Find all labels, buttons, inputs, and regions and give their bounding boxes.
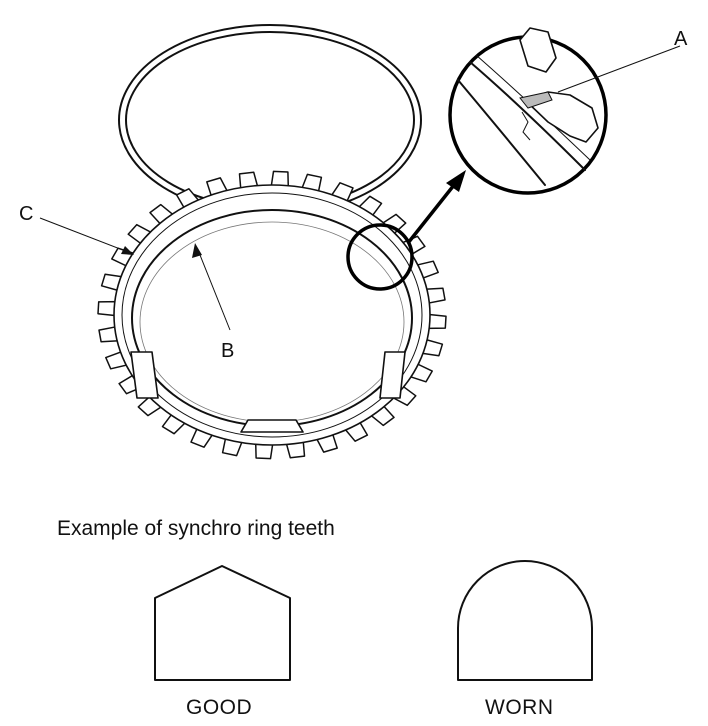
worn-label: WORN (485, 696, 554, 719)
leader-lines (39, 45, 681, 331)
callout-b: B (221, 340, 235, 362)
worn-tooth-example (457, 560, 593, 681)
synchro-ring-teeth (97, 170, 447, 460)
detail-magnifier (346, 27, 608, 291)
callout-a: A (674, 28, 688, 50)
good-label: GOOD (186, 696, 253, 719)
caption: Example of synchro ring teeth (57, 517, 335, 540)
callout-c: C (19, 203, 34, 225)
good-tooth-example (154, 565, 291, 681)
synchro-ring-body (113, 184, 431, 446)
